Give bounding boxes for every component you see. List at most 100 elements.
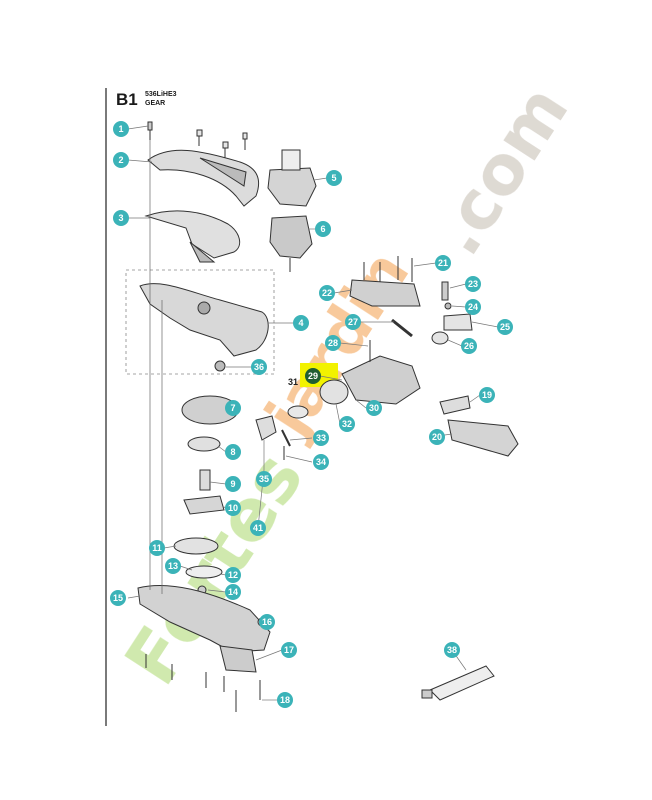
callout-number: 35 xyxy=(259,474,269,484)
screws-top-cover xyxy=(196,129,248,158)
callout-circle xyxy=(339,416,355,432)
callout-circle xyxy=(305,368,321,384)
watermark-domain: .com xyxy=(418,72,584,269)
callout-33: 33 xyxy=(313,430,329,446)
callout-38: 38 xyxy=(444,642,460,658)
callout-circle xyxy=(281,642,297,658)
callout-30: 30 xyxy=(366,400,382,416)
callout-7: 7 xyxy=(225,400,241,416)
callout-number: 23 xyxy=(468,279,478,289)
callout-circle xyxy=(113,210,129,226)
callout-circle xyxy=(113,152,129,168)
callout-number: 33 xyxy=(316,433,326,443)
callout-19: 19 xyxy=(479,387,495,403)
callout-circle xyxy=(250,520,266,536)
model-number: 536LiHE3 xyxy=(145,91,177,98)
callout-3: 3 xyxy=(113,210,129,226)
callout-circle xyxy=(225,476,241,492)
callout-1: 1 xyxy=(113,121,129,137)
motor-part-5 xyxy=(267,167,317,207)
callout-circle xyxy=(225,567,241,583)
grease-tube-part-38 xyxy=(429,665,495,701)
callout-number: 13 xyxy=(168,561,178,571)
spring-part-27 xyxy=(391,318,413,338)
callout-number: 21 xyxy=(438,258,448,268)
callout-circle xyxy=(256,471,272,487)
crank-part-10 xyxy=(183,495,225,515)
callout-13: 13 xyxy=(165,558,181,574)
screws-part-21 xyxy=(363,256,413,282)
callout-20: 20 xyxy=(429,429,445,445)
callouts: 1234567891011121314151617181920212223242… xyxy=(110,121,513,708)
callout-12: 12 xyxy=(225,567,241,583)
callout-number: 34 xyxy=(316,457,326,467)
callout-number: 4 xyxy=(298,318,303,328)
callout-6: 6 xyxy=(315,221,331,237)
callout-number: 9 xyxy=(230,479,235,489)
callout-circle xyxy=(110,590,126,606)
washer-part-36 xyxy=(214,360,226,372)
callout-circle xyxy=(225,500,241,516)
callout-number: 28 xyxy=(328,338,338,348)
callout-circle xyxy=(165,558,181,574)
top-cover-part-2 xyxy=(147,149,260,207)
callout-24: 24 xyxy=(465,299,481,315)
callout-14: 14 xyxy=(225,584,241,600)
callout-circle xyxy=(251,359,267,375)
callout-number: 20 xyxy=(432,432,442,442)
pin-part-23 xyxy=(441,281,449,301)
washer-part-8 xyxy=(187,436,221,452)
part-drawings xyxy=(137,121,519,712)
callout-circle xyxy=(319,285,335,301)
callout-22: 22 xyxy=(319,285,335,301)
group-box xyxy=(125,269,275,375)
callout-circle xyxy=(326,170,342,186)
switch-part-19 xyxy=(439,395,471,415)
callout-34: 34 xyxy=(313,454,329,470)
callout-11: 11 xyxy=(149,540,165,556)
callout-circle xyxy=(497,319,513,335)
callout-number: 17 xyxy=(284,645,294,655)
motor-part-6 xyxy=(269,215,313,259)
section-name: GEAR xyxy=(145,100,166,107)
bushing-part-26 xyxy=(431,331,449,345)
callout-circle xyxy=(479,387,495,403)
callout-number: 12 xyxy=(228,570,238,580)
callout-21: 21 xyxy=(435,255,451,271)
callout-17: 17 xyxy=(281,642,297,658)
callout-circle xyxy=(461,338,477,354)
callout-15: 15 xyxy=(110,590,126,606)
callout-number: 8 xyxy=(230,447,235,457)
callout-number: 36 xyxy=(254,362,264,372)
callout-9: 9 xyxy=(225,476,241,492)
callout-circle xyxy=(149,540,165,556)
leader-lines xyxy=(127,125,499,701)
callout-circle xyxy=(315,221,331,237)
callout-number: 1 xyxy=(118,124,123,134)
callout-circle xyxy=(313,454,329,470)
callout-number: 10 xyxy=(228,503,238,513)
spring-part-33 xyxy=(281,429,291,447)
callout-number: 3 xyxy=(118,213,123,223)
callout-2: 2 xyxy=(113,152,129,168)
section-code: B1 xyxy=(116,90,138,109)
callout-circle xyxy=(313,430,329,446)
rod-part-20 xyxy=(447,419,519,457)
handle-cover-part-3 xyxy=(144,210,241,259)
callout-number: 18 xyxy=(280,695,290,705)
callout-number: 32 xyxy=(342,419,352,429)
callout-number: 2 xyxy=(118,155,123,165)
callout-25: 25 xyxy=(497,319,513,335)
callout-circle xyxy=(325,335,341,351)
callout-circle xyxy=(277,692,293,708)
callout-circle xyxy=(465,276,481,292)
ring-part-11 xyxy=(173,537,219,555)
callout-circle xyxy=(225,584,241,600)
callout-41: 41 xyxy=(250,520,266,536)
callout-circle xyxy=(465,299,481,315)
spring-part-24 xyxy=(444,302,452,310)
bracket-part-22 xyxy=(349,279,421,307)
base-housing-part-15 xyxy=(137,585,271,653)
callout-18: 18 xyxy=(277,692,293,708)
